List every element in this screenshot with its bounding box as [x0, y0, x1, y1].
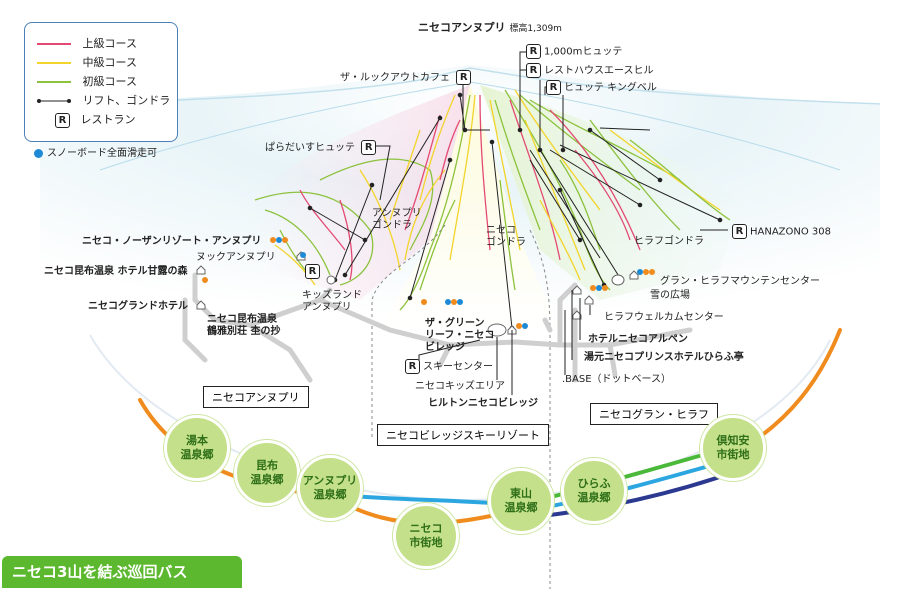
- restaurant-icon: R: [361, 140, 377, 155]
- legend-advanced-label: 上級コース: [82, 37, 137, 50]
- welcome-center-label: ヒラフウェルカムセンター: [604, 312, 724, 323]
- restaurant-icon: R: [732, 224, 747, 239]
- legend-restaurant-label: レストラン: [80, 113, 136, 126]
- hirafu-gondola-label: ヒラフゴンドラ: [634, 236, 704, 247]
- legend-intermediate-label: 中級コース: [82, 56, 137, 69]
- bus-stop-niseko-town[interactable]: ニセコ 市街地: [393, 503, 459, 569]
- restaurant-icon: R: [526, 44, 541, 59]
- bus-stop-higashiyama[interactable]: 東山 温泉郷: [488, 468, 554, 534]
- bus-stop-annupuri-onsen[interactable]: アンヌプリ 温泉郷: [297, 455, 363, 521]
- bus-stop-yumoto[interactable]: 湯本 温泉郷: [164, 415, 230, 481]
- snowboard-dot-icon: [34, 148, 43, 158]
- area-hirafu: ニセコグラン・ヒラフ: [590, 403, 718, 425]
- bus-stop-kutchan[interactable]: 倶知安 市街地: [700, 415, 766, 481]
- legend-intermediate-swatch: [37, 62, 71, 64]
- restaurant-ski-center-label: スキーセンター: [423, 361, 493, 373]
- legend-beginner-label: 初級コース: [82, 75, 137, 88]
- kombu-tsurugabessou-label: ニセコ昆布温泉 鶴雅別荘 杢の抄: [207, 314, 281, 337]
- restaurant-kingbell-label: ヒュッテ キングベル: [564, 82, 657, 94]
- summit-name: ニセコアンヌプリ: [418, 21, 506, 34]
- niseko-gondola-label: ニセコ ゴンドラ: [486, 225, 526, 248]
- restaurant-paradise-label: ぱらだいすヒュッテ: [265, 142, 355, 154]
- bus-title-banner: ニセコ3山を結ぶ巡回バス: [2, 556, 242, 588]
- restaurant-hanazono-label: HANAZONO 308: [750, 226, 832, 238]
- snowboard-note-text: スノーボード全面滑走可: [47, 148, 157, 159]
- grand-hotel-label: ニセコグランドホテル: [88, 301, 188, 312]
- restaurant-lookout: ザ・ルックアウトカフェ R: [340, 70, 474, 85]
- restaurant-paradise: ぱらだいすヒュッテ R: [265, 140, 379, 155]
- legend-lift-label: リフト、ゴンドラ: [82, 94, 171, 107]
- hirafutei-label: 湯元ニセコプリンスホテルひらふ亭: [584, 352, 744, 363]
- nook-annupuri-label: ヌックアンヌプリ: [196, 252, 276, 263]
- legend-advanced: 上級コース: [37, 35, 137, 51]
- legend-lift: リフト、ゴンドラ: [37, 92, 170, 108]
- bus-stop-hirafu-onsen[interactable]: ひらふ 温泉郷: [561, 458, 627, 524]
- legend-beginner: 初級コース: [37, 73, 137, 89]
- restaurant-icon: R: [456, 70, 472, 85]
- restaurant-icon: R: [526, 63, 541, 78]
- hotel-albane-label: ホテルニセコアルペン: [588, 334, 688, 345]
- green-leaf-label: ザ・グリーン リーフ・ニセコ ビレッジ: [425, 318, 495, 353]
- summit-label: ニセコアンヌプリ 標高1,309m: [418, 22, 562, 35]
- legend-beginner-swatch: [37, 81, 71, 83]
- summit-elevation: 標高1,309m: [509, 24, 562, 34]
- restaurant-icon: R: [405, 359, 420, 374]
- snowboard-note: スノーボード全面滑走可: [34, 148, 157, 160]
- snow-plaza-label: 雪の広場: [650, 290, 690, 301]
- area-annupuri: ニセコアンヌプリ: [203, 386, 309, 408]
- northern-resort-label: ニセコ・ノーザンリゾート・アンヌプリ: [82, 236, 262, 247]
- kombu-onsen-label: ニセコ昆布温泉 ホテル甘露の森: [44, 266, 188, 277]
- legend-panel: 上級コース 中級コース 初級コース リフト、ゴンドラ R レストラン: [24, 22, 178, 142]
- restaurant-icon: R: [55, 112, 70, 128]
- legend-advanced-swatch: [37, 43, 71, 45]
- area-village: ニセコビレッジスキーリゾート: [377, 424, 549, 446]
- restaurant-icon: R: [305, 264, 320, 279]
- restaurant-icon: R: [546, 80, 561, 95]
- restaurant-1000m-label: 1,000mヒュッテ: [544, 46, 623, 58]
- dot-base-label: .BASE（ドットベース）: [562, 374, 672, 385]
- annupuri-gondola-label: アンヌプリ ゴンドラ: [372, 208, 422, 231]
- legend-restaurant: R レストラン: [55, 111, 136, 128]
- grand-hirafu-center-label: グラン・ヒラフマウンテンセンター: [660, 276, 820, 287]
- hilton-label: ヒルトンニセコビレッジ: [428, 398, 538, 409]
- kids-area-label: ニセコキッズエリア: [415, 381, 505, 392]
- restaurant-lookout-label: ザ・ルックアウトカフェ: [340, 72, 450, 84]
- bus-stop-kombu[interactable]: 昆布 温泉郷: [234, 440, 300, 506]
- lift-icon: [37, 99, 71, 103]
- kids-land-label: キッズランド アンヌプリ: [302, 290, 362, 313]
- restaurant-acehill-label: レストハウスエースヒル: [544, 65, 654, 77]
- legend-intermediate: 中級コース: [37, 54, 137, 70]
- restaurant-kidsland-marker: R: [305, 264, 323, 279]
